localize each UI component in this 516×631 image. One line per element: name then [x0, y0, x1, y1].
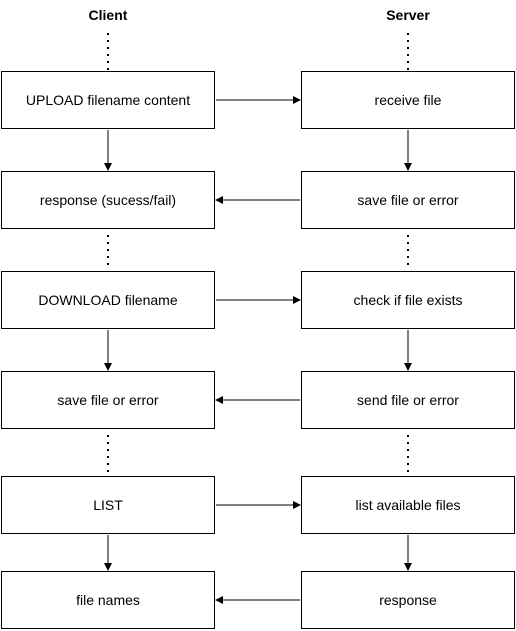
client-column-header: Client: [88, 7, 128, 23]
server-step-list-files: list available files: [301, 476, 515, 534]
server-column-header: Server: [386, 7, 430, 23]
client-step-file-names: file names: [1, 571, 215, 629]
client-step-upload: UPLOAD filename content: [1, 71, 215, 129]
client-step-response: response (sucess/fail): [1, 171, 215, 229]
client-step-list: LIST: [1, 476, 215, 534]
server-step-save-file: save file or error: [301, 171, 515, 229]
client-step-save-file: save file or error: [1, 371, 215, 429]
server-step-check-exists: check if file exists: [301, 271, 515, 329]
server-step-send-file: send file or error: [301, 371, 515, 429]
client-step-download: DOWNLOAD filename: [1, 271, 215, 329]
server-step-receive-file: receive file: [301, 71, 515, 129]
server-step-response: response: [301, 571, 515, 629]
